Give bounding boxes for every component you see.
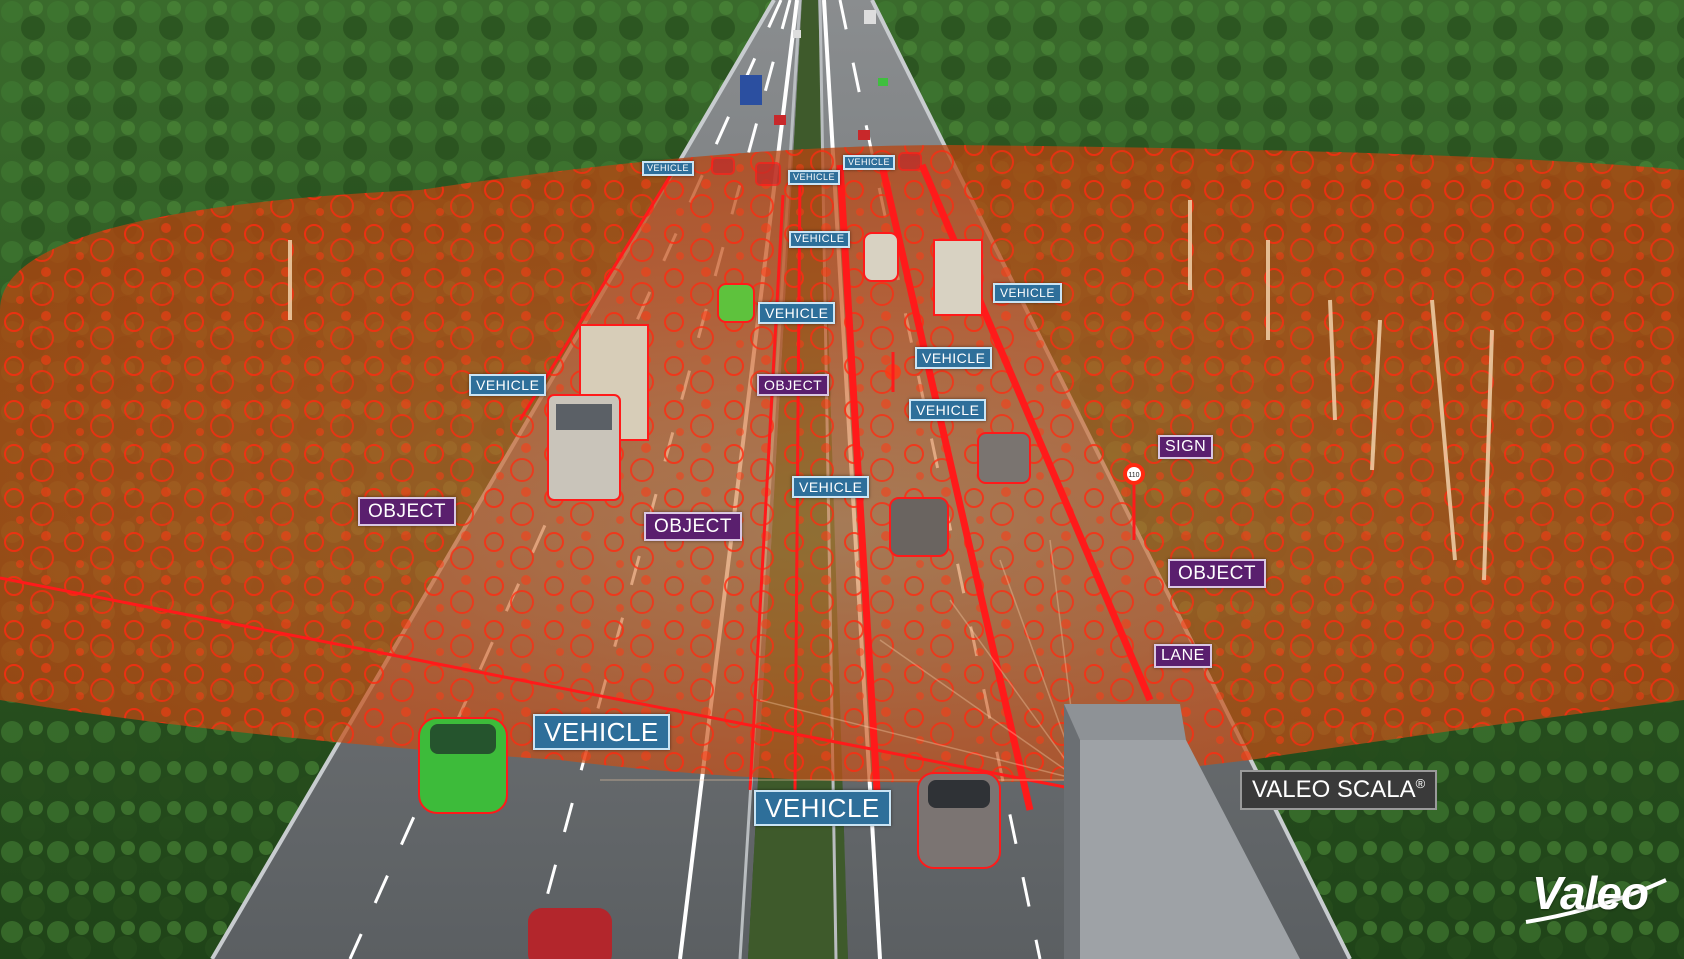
vehicle-label-mid-right: VEHICLE bbox=[909, 399, 987, 421]
vehicle-label-motorbike: VEHICLE bbox=[915, 347, 993, 369]
vehicle-label-van: VEHICLE bbox=[993, 283, 1062, 303]
vehicle-label-distant-3: VEHICLE bbox=[843, 155, 896, 170]
sensor-name: VALEO SCALA bbox=[1252, 776, 1416, 803]
object-label-road-left: OBJECT bbox=[644, 512, 742, 541]
vehicle-label-distant-1: VEHICLE bbox=[642, 161, 695, 176]
vehicle-label-green-car-near: VEHICLE bbox=[533, 714, 670, 750]
valeo-logo: Valeo bbox=[1532, 867, 1649, 919]
sensor-name-badge: VALEO SCALA® bbox=[1240, 770, 1438, 810]
vehicle-label-center: VEHICLE bbox=[792, 476, 870, 498]
sign-label: SIGN bbox=[1158, 435, 1214, 459]
vehicle-label-far: VEHICLE bbox=[789, 231, 850, 248]
speed-sign-text: 110 bbox=[1128, 472, 1139, 479]
vehicle-label-green-car-far: VEHICLE bbox=[758, 302, 836, 324]
vehicle-label-grey-suv: VEHICLE bbox=[754, 790, 891, 826]
vehicle-label-truck-left: VEHICLE bbox=[469, 374, 547, 396]
object-label-right-verge: OBJECT bbox=[1168, 559, 1266, 588]
object-label-left-verge: OBJECT bbox=[358, 497, 456, 526]
lane-label: LANE bbox=[1154, 644, 1212, 668]
vehicle-label-distant-2: VEHICLE bbox=[788, 170, 841, 185]
registered-mark: ® bbox=[1415, 776, 1426, 791]
object-label-median: OBJECT bbox=[757, 374, 830, 396]
